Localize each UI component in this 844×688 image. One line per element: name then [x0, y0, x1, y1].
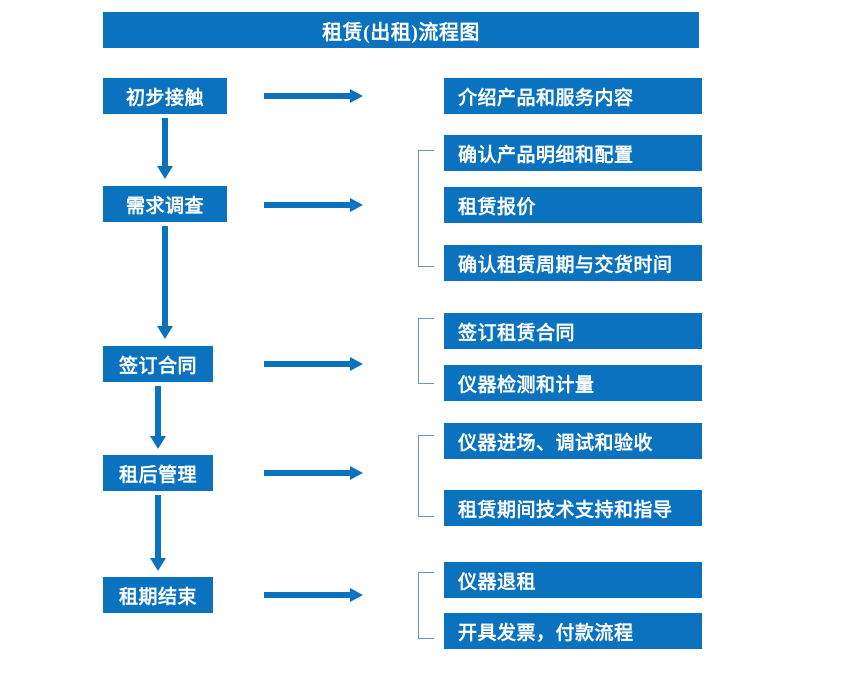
stage-box-4[interactable]: 租后管理 [103, 455, 213, 491]
detail-box-7[interactable]: 仪器进场、调试和验收 [444, 423, 702, 459]
down-arrow-icon-1 [154, 118, 176, 180]
stage-box-3[interactable]: 签订合同 [103, 346, 213, 382]
detail-label-2: 确认产品明细和配置 [458, 144, 634, 166]
detail-box-6[interactable]: 仪器检测和计量 [444, 365, 702, 401]
detail-label-9: 仪器退租 [458, 571, 537, 593]
detail-box-3[interactable]: 租赁报价 [444, 187, 702, 223]
stage-label-3: 签订合同 [118, 355, 197, 377]
detail-label-4: 确认租赁周期与交货时间 [458, 254, 673, 276]
detail-label-3: 租赁报价 [458, 196, 537, 218]
down-arrow-icon-3 [147, 386, 169, 450]
stage-label-2: 需求调查 [125, 195, 204, 217]
detail-box-10[interactable]: 开具发票，付款流程 [444, 613, 702, 649]
detail-label-5: 签订租赁合同 [458, 322, 576, 344]
detail-box-9[interactable]: 仪器退租 [444, 562, 702, 598]
stage-box-5[interactable]: 租期结束 [103, 577, 213, 613]
right-arrow-icon-2 [264, 195, 364, 215]
right-arrow-icon-3 [264, 354, 364, 374]
stage-label-1: 初步接触 [125, 87, 204, 109]
detail-label-10: 开具发票，付款流程 [458, 622, 634, 644]
group-bracket-3 [418, 435, 434, 517]
detail-box-8[interactable]: 租赁期间技术支持和指导 [444, 490, 702, 526]
group-bracket-4 [418, 572, 434, 639]
detail-box-5[interactable]: 签订租赁合同 [444, 313, 702, 349]
stage-box-2[interactable]: 需求调查 [103, 186, 227, 222]
right-arrow-icon-4 [264, 463, 364, 483]
group-bracket-1 [418, 150, 434, 267]
page-title: 租赁(出租)流程图 [322, 21, 480, 44]
detail-label-6: 仪器检测和计量 [458, 374, 595, 396]
group-bracket-2 [418, 318, 434, 384]
detail-label-8: 租赁期间技术支持和指导 [458, 499, 673, 521]
detail-box-4[interactable]: 确认租赁周期与交货时间 [444, 245, 702, 281]
right-arrow-icon-1 [264, 86, 364, 106]
stage-label-4: 租后管理 [118, 464, 197, 486]
right-arrow-icon-5 [264, 585, 364, 605]
detail-box-2[interactable]: 确认产品明细和配置 [444, 135, 702, 171]
down-arrow-icon-2 [154, 226, 176, 340]
detail-box-1[interactable]: 介绍产品和服务内容 [444, 78, 702, 114]
stage-box-1[interactable]: 初步接触 [103, 78, 227, 114]
detail-label-1: 介绍产品和服务内容 [458, 87, 634, 109]
stage-label-5: 租期结束 [118, 586, 197, 608]
down-arrow-icon-4 [147, 495, 169, 572]
diagram-title-banner: 租赁(出租)流程图 [103, 12, 699, 48]
detail-label-7: 仪器进场、调试和验收 [458, 432, 654, 454]
